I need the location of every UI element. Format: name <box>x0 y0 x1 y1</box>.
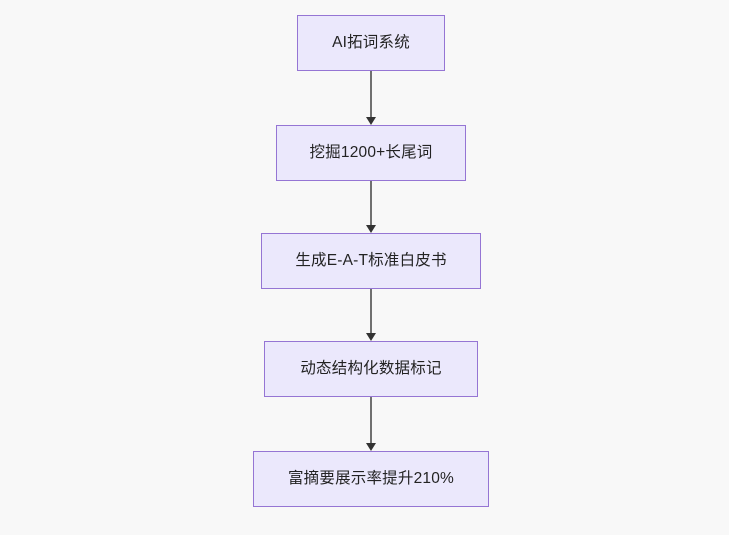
flow-edge-2-to-3 <box>365 181 377 233</box>
flow-node-label: 动态结构化数据标记 <box>300 360 442 378</box>
flow-node-mine-longtail-keywords[interactable]: 挖掘1200+长尾词 <box>276 125 466 181</box>
arrow-head-icon <box>365 443 376 451</box>
arrow-head-icon <box>365 225 376 233</box>
flow-edge-3-to-4 <box>365 289 377 341</box>
flow-edge-4-to-5 <box>365 397 377 451</box>
flow-node-label: 富摘要展示率提升210% <box>287 470 455 488</box>
flow-node-label: 挖掘1200+长尾词 <box>309 144 433 162</box>
edge-line <box>370 181 372 226</box>
flow-node-generate-eat-whitepaper[interactable]: 生成E-A-T标准白皮书 <box>261 233 481 289</box>
flow-edge-1-to-2 <box>365 71 377 125</box>
flow-node-label: 生成E-A-T标准白皮书 <box>295 252 447 270</box>
flow-node-ai-keyword-system[interactable]: AI拓词系统 <box>297 15 445 71</box>
edge-line <box>370 71 372 118</box>
arrow-head-icon <box>365 333 376 341</box>
edge-line <box>370 397 372 444</box>
flow-node-label: AI拓词系统 <box>332 34 410 52</box>
edge-line <box>370 289 372 334</box>
flow-node-rich-snippet-uplift[interactable]: 富摘要展示率提升210% <box>253 451 489 507</box>
flow-node-dynamic-structured-data[interactable]: 动态结构化数据标记 <box>264 341 478 397</box>
arrow-head-icon <box>365 117 376 125</box>
